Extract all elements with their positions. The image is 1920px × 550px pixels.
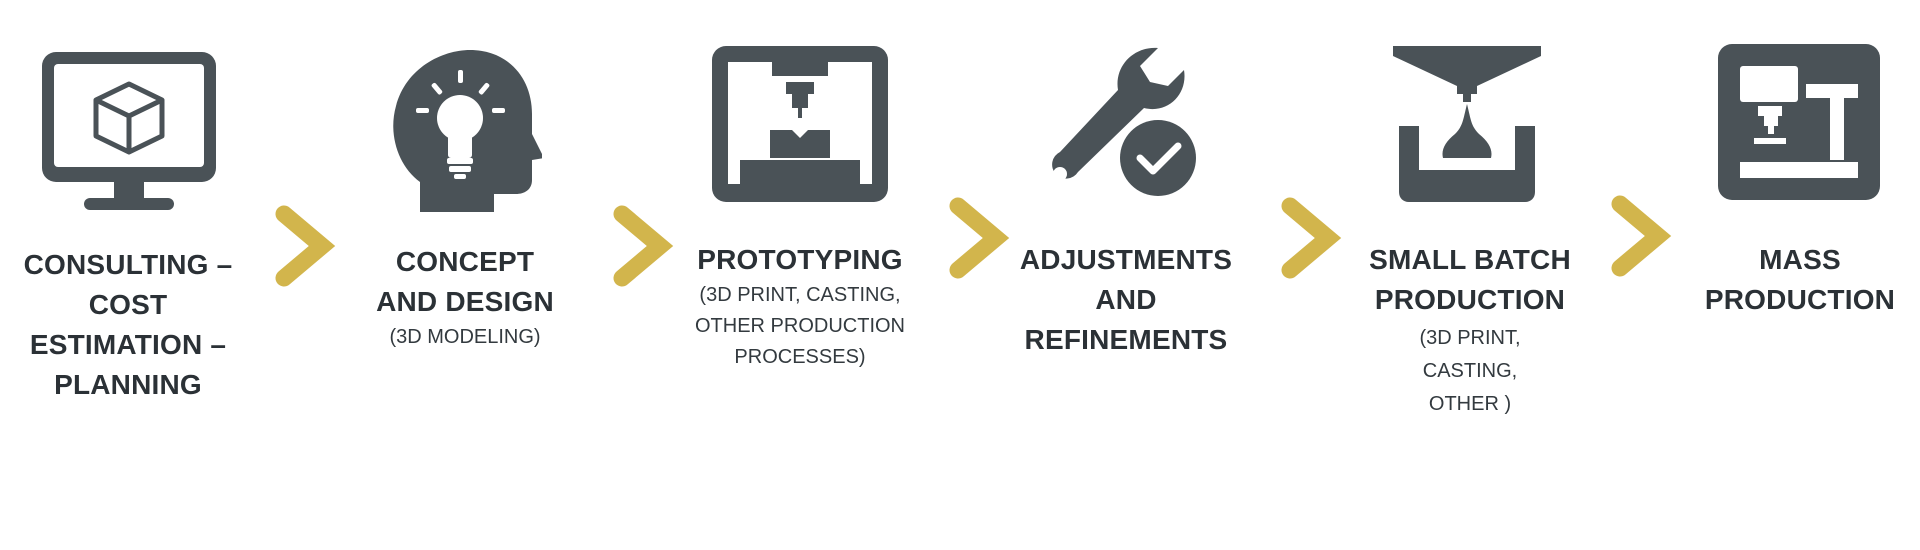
chevron-right-icon bbox=[613, 205, 674, 287]
step-title-line: PRODUCTION bbox=[1704, 284, 1896, 315]
wrench-with-checkmark-icon bbox=[1052, 47, 1200, 200]
step-title-line: ADJUSTMENTS bbox=[1019, 244, 1233, 275]
step-title-line: ESTIMATION – bbox=[29, 329, 227, 360]
step-subtitle-line: (3D MODELING) bbox=[389, 326, 541, 348]
casting-mold-icon bbox=[1393, 46, 1541, 202]
step-subtitle-line: CASTING, bbox=[1422, 360, 1518, 382]
step-subtitle-line: PROCESSES) bbox=[734, 346, 866, 368]
step-subtitle-line: (3D PRINT, CASTING, bbox=[699, 284, 901, 306]
step-subtitle-line: (3D PRINT, bbox=[1419, 327, 1521, 349]
step-title-line: AND DESIGN bbox=[376, 286, 554, 317]
step-small-batch-label: SMALL BATCH PRODUCTION (3D PRINT, CASTIN… bbox=[1350, 240, 1590, 421]
step-title-line: CONCEPT bbox=[395, 246, 535, 277]
step-title-line: PLANNING bbox=[54, 369, 202, 400]
3d-printer-icon bbox=[712, 46, 888, 202]
step-concept-label: CONCEPT AND DESIGN (3D MODELING) bbox=[345, 242, 585, 353]
chevron-right-icon bbox=[1611, 195, 1672, 277]
step-title-line: AND bbox=[1095, 284, 1157, 315]
step-prototyping-label: PROTOTYPING (3D PRINT, CASTING, OTHER PR… bbox=[680, 240, 920, 373]
step-title-line: SMALL BATCH bbox=[1369, 244, 1571, 275]
chevron-right-icon bbox=[275, 205, 336, 287]
step-title-line: CONSULTING – bbox=[23, 249, 233, 280]
step-consulting-label: CONSULTING – COST ESTIMATION – PLANNING bbox=[8, 245, 248, 405]
step-title-line: PRODUCTION bbox=[1374, 284, 1566, 315]
step-title-line: COST bbox=[88, 289, 168, 320]
chevron-right-icon bbox=[1281, 197, 1342, 279]
step-adjustments-label: ADJUSTMENTS AND REFINEMENTS bbox=[1006, 240, 1246, 360]
step-subtitle-line: OTHER ) bbox=[1428, 393, 1512, 415]
step-title-line: REFINEMENTS bbox=[1024, 324, 1228, 355]
cnc-machine-icon bbox=[1718, 44, 1880, 200]
step-title-line: MASS bbox=[1759, 244, 1841, 275]
step-subtitle-line: OTHER PRODUCTION bbox=[695, 315, 905, 337]
monitor-with-cube-icon bbox=[42, 52, 216, 210]
chevron-right-icon bbox=[949, 197, 1010, 279]
step-mass-production-label: MASS PRODUCTION bbox=[1690, 240, 1910, 320]
step-title-line: PROTOTYPING bbox=[697, 244, 903, 275]
head-with-lightbulb-icon bbox=[393, 50, 542, 212]
